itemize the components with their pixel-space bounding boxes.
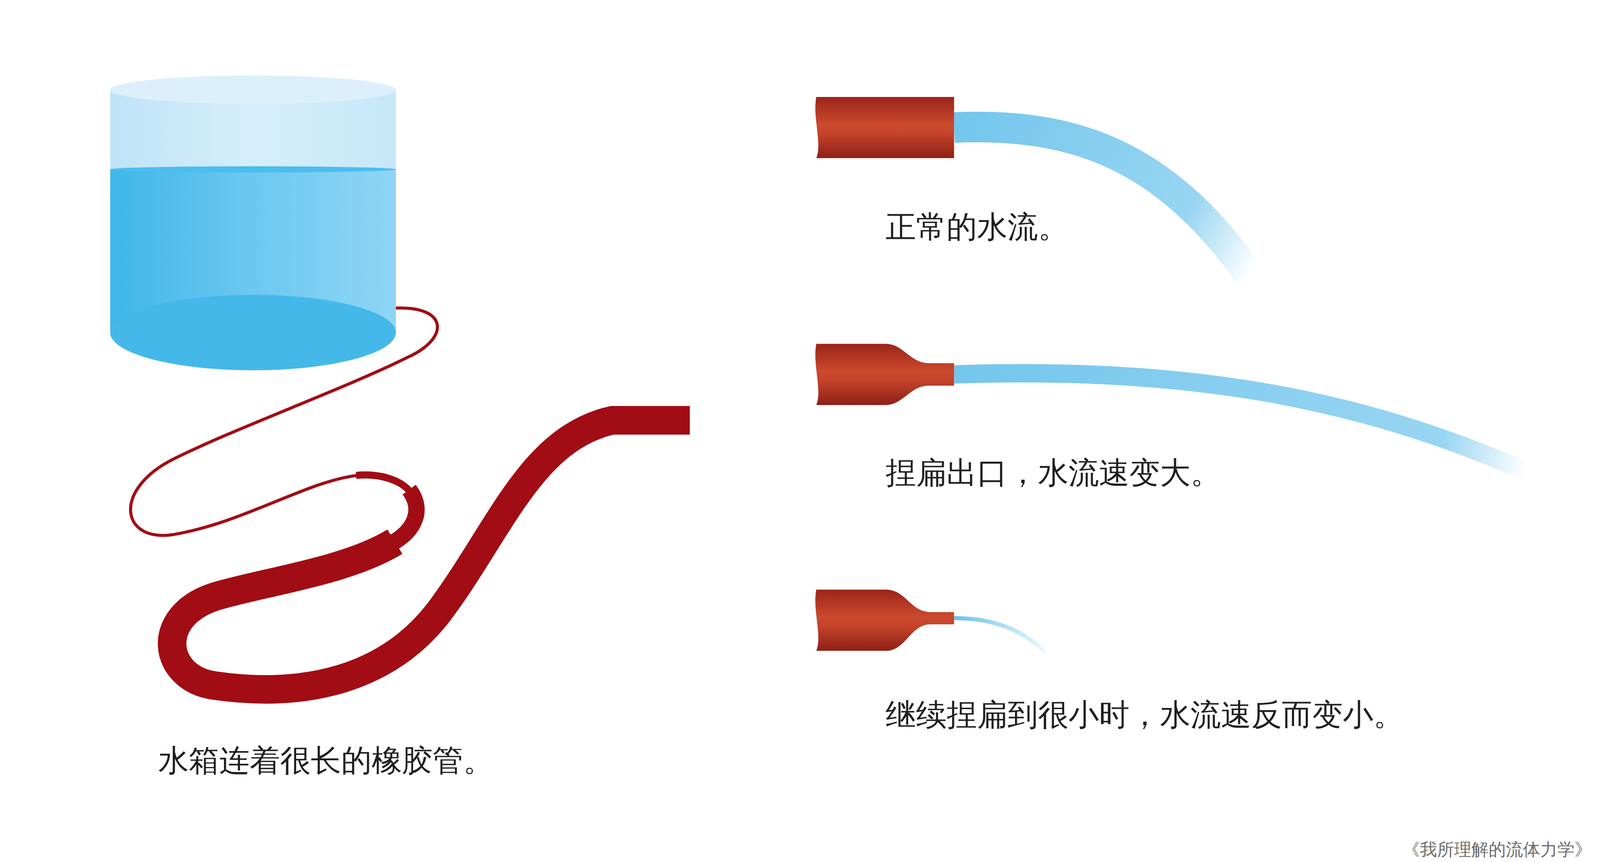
watermark: 《我所理解的流体力学》	[1402, 839, 1592, 860]
caption-pinched: 捏扁出口，水流速变大。	[885, 454, 1221, 491]
caption-normal: 正常的水流。	[885, 209, 1069, 245]
tank-caption: 水箱连着很长的橡胶管。	[158, 742, 494, 778]
pinched-outlet	[815, 343, 1526, 471]
rubber-hose	[130, 307, 690, 690]
normal-outlet	[815, 96, 1250, 276]
caption-very-pinched: 继续捏扁到很小时，水流速反而变小。	[885, 696, 1404, 732]
water-tank	[110, 75, 396, 371]
very-pinched-outlet	[815, 589, 1046, 653]
